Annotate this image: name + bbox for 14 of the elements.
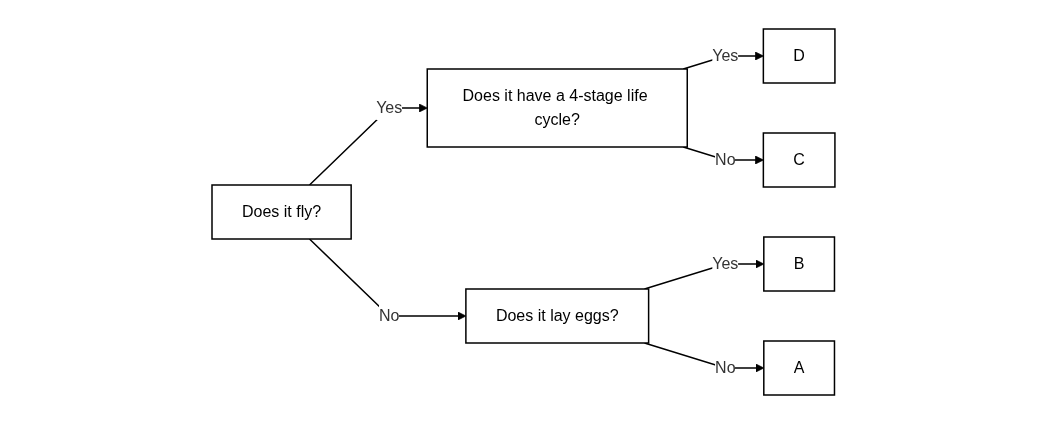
edge-label: No: [378, 306, 399, 324]
node-box: A: [762, 339, 835, 396]
node-box: C: [762, 131, 836, 188]
edge-label: Yes: [711, 254, 738, 272]
edge-label: Yes: [375, 98, 402, 116]
arrow: [308, 237, 466, 320]
node-box: Does it fly?: [210, 183, 352, 240]
node-box: Does it lay eggs?: [464, 287, 649, 344]
edge-label: No: [714, 358, 736, 376]
edge-label: No: [714, 150, 736, 168]
node-box: Does it have a 4-stage life cycle?: [426, 67, 688, 148]
node-box: D: [762, 27, 836, 84]
edge-label: Yes: [711, 46, 738, 64]
node-box: B: [762, 235, 835, 292]
